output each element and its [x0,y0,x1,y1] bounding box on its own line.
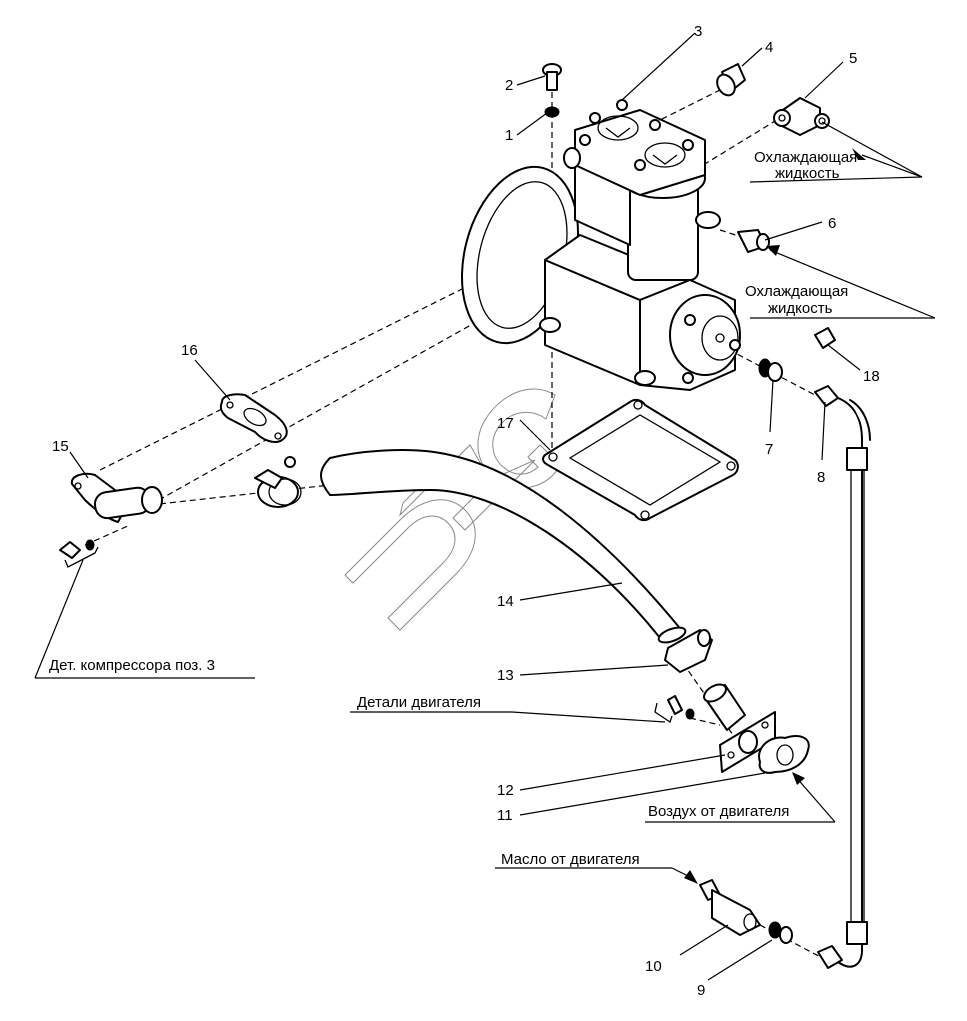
label-13: 13 [497,667,514,684]
part-14-hose [320,449,687,644]
air-from-engine-note: Воздух от двигателя [648,803,789,820]
compressor-parts-note: Дет. компрессора поз. 3 [49,657,215,674]
leader-lines [69,32,861,981]
label-6: 6 [828,215,836,232]
annotation-lines [34,121,936,884]
label-1: 1 [505,127,513,144]
part-5-tee [773,97,830,136]
part-16-gasket [219,393,288,443]
hose-clamp [254,456,302,508]
part-17-gasket [542,398,739,522]
engine-bolt [654,695,695,724]
part-4-fitting [716,63,746,97]
label-9: 9 [697,982,705,999]
part-12-flange [703,683,776,773]
label-15: 15 [52,438,69,455]
part-1-washer [544,106,560,118]
compressor-bolt [59,539,99,568]
coolant-mid-line1: Охлаждающая [745,283,848,300]
part-18-plug [814,327,836,349]
oil-from-engine-note: Масло от двигателя [501,851,640,868]
part-6-fitting [737,229,770,253]
coolant-top-line2: жидкость [775,165,840,182]
part-13-clamp [664,629,713,673]
label-16: 16 [181,342,198,359]
label-17: 17 [497,415,514,432]
part-2-bolt [542,63,562,91]
compressor [460,99,741,391]
part-10-adapter [699,879,761,936]
label-7: 7 [765,441,773,458]
label-10: 10 [645,958,662,975]
coolant-top-line1: Охлаждающая [754,149,857,166]
part-11-gasket [758,735,810,774]
label-18: 18 [863,368,880,385]
assembly-lines [84,79,831,963]
label-5: 5 [849,50,857,67]
part-7-fitting [758,358,783,382]
label-14: 14 [497,593,514,610]
part-15-elbow [70,472,163,523]
label-4: 4 [765,39,773,56]
annotations: Охлаждающая жидкость Охлаждающая жидкост… [49,149,857,868]
label-12: 12 [497,782,514,799]
label-11: 11 [497,807,513,824]
part-9-fitting [768,921,793,944]
label-8: 8 [817,469,825,486]
coolant-mid-line2: жидкость [768,300,833,317]
part-8-oil-pipe [814,385,871,969]
label-2: 2 [505,77,513,94]
part-numbers: 1 2 3 4 5 6 7 8 9 10 11 12 13 14 15 16 1… [52,23,880,999]
label-3: 3 [694,23,702,40]
engine-parts-note: Детали двигателя [357,694,481,711]
